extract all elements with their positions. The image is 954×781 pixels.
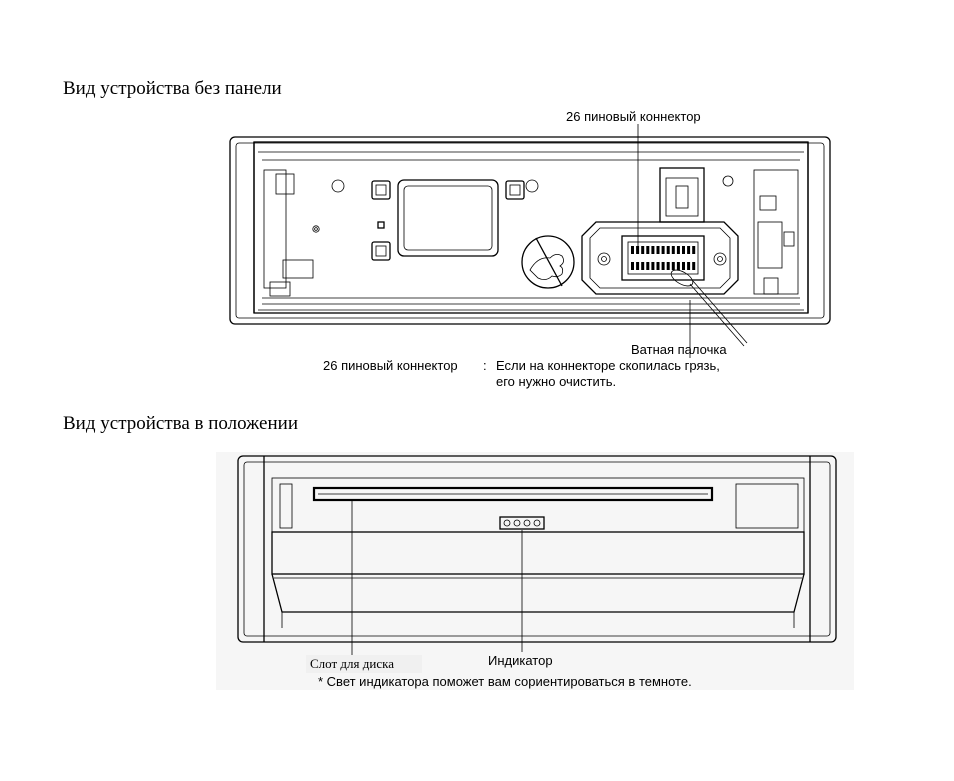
section1-heading: Вид устройства без панели bbox=[63, 78, 282, 99]
instruction-line1: Если на коннекторе скопилась грязь, bbox=[496, 358, 720, 373]
connector-label: 26 пиновый коннектор bbox=[323, 358, 458, 373]
indicator-footnote: * Свет индикатора поможет вам сориентиро… bbox=[318, 674, 692, 689]
swab-label: Ватная палочка bbox=[631, 342, 727, 357]
label-separator: : bbox=[483, 358, 487, 373]
section2-heading: Вид устройства в положении bbox=[63, 413, 298, 434]
connector-callout-top: 26 пиновый коннектор bbox=[566, 109, 701, 124]
disc-slot-label: Слот для диска bbox=[306, 655, 422, 673]
indicator-label: Индикатор bbox=[488, 653, 553, 668]
instruction-line2: его нужно очистить. bbox=[496, 374, 617, 389]
